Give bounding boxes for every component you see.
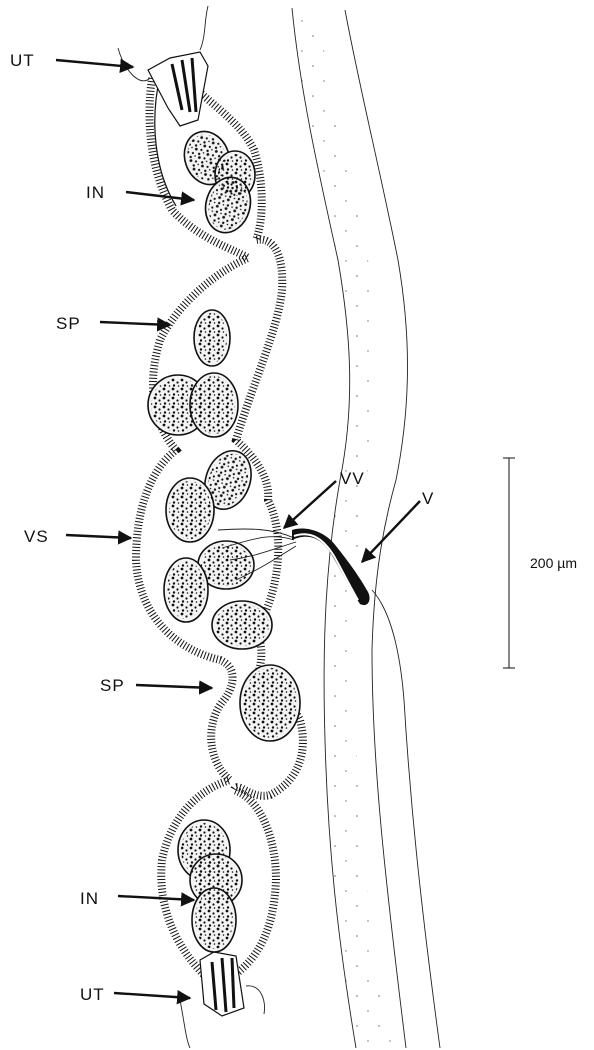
label-in-bottom: IN [80,889,99,908]
arrow-ut-bottom [114,993,190,998]
arrow-vs [66,535,131,538]
arrow-v [362,501,420,562]
label-ut-bottom: UT [80,985,105,1004]
scale-bar-label: 200 µm [530,555,577,571]
label-in-top: IN [86,183,105,202]
arrow-vv [284,481,336,528]
scale-bar: 200 µm [503,458,577,668]
label-vv: VV [340,469,365,488]
label-sp-bottom: SP [100,676,125,695]
body-wall [292,8,440,1048]
label-sp-top: SP [56,314,81,333]
arrow-ut-top [56,60,133,67]
label-ut-top: UT [10,51,35,70]
arrow-sp-top [100,322,170,325]
label-vs: VS [24,527,49,546]
label-v: V [422,489,434,508]
arrow-sp-bottom [136,685,212,688]
arrow-in-bottom [118,896,194,900]
